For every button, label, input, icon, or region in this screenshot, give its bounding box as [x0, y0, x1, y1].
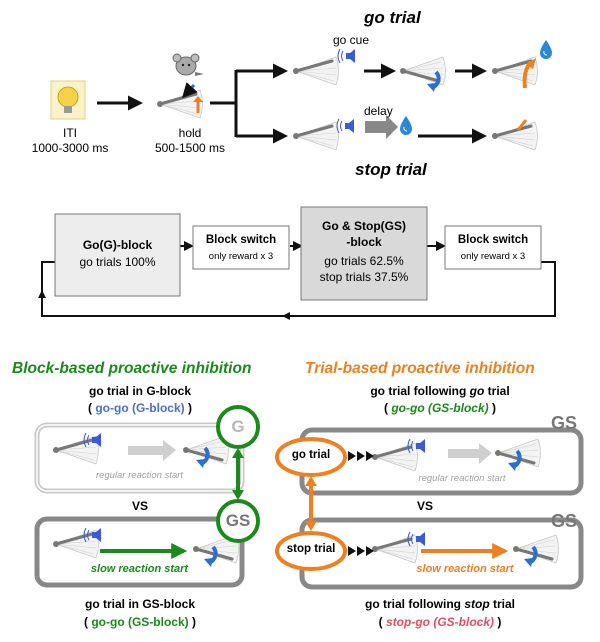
- stop-lever-1: [293, 122, 338, 150]
- go-lever-1: [293, 57, 338, 85]
- gs-block-line1: go trials 62.5%: [324, 254, 404, 268]
- delay-arrow: [365, 115, 398, 139]
- stop-go-gs-block-tag: stop-go (GS-block): [386, 615, 494, 629]
- go-go-gs-block-tag: go-go (GS-block): [91, 615, 189, 629]
- iti-label: ITI: [63, 126, 77, 140]
- right-bottom-caption: go trial following stop trial: [364, 597, 515, 611]
- go-trial-ellipse: [275, 437, 347, 477]
- left-title: Block-based proactive inhibition: [12, 360, 252, 377]
- go-go-g-block-tag: go-go (G-block): [95, 401, 185, 415]
- reward-drop-icon: [539, 39, 553, 60]
- regular-arrow: [128, 440, 176, 461]
- right-gs-label-top: GS: [551, 413, 578, 433]
- left-vs: VS: [131, 499, 148, 513]
- g-block-sub: go trials 100%: [79, 255, 156, 269]
- hold-label: hold: [178, 126, 202, 140]
- go-trial-title: go trial: [364, 8, 421, 27]
- switch1-title: Block switch: [205, 234, 277, 246]
- gs-badge-circle: [216, 499, 260, 543]
- hold-lever-icon: [157, 90, 202, 118]
- right-vs: VS: [416, 499, 433, 513]
- left-bottom-tag-line: ( go-go (GS-block) ): [83, 615, 196, 629]
- delay-label: delay: [364, 104, 393, 118]
- g-badge-circle: [216, 405, 260, 449]
- left-top-caption: go trial in G-block: [88, 384, 191, 398]
- go-lever-3: [492, 57, 537, 85]
- stop-trial-label: stop trial: [286, 543, 336, 555]
- stop-trial-ellipse: [275, 531, 347, 571]
- stop-hold-icon: [516, 119, 528, 131]
- mouse-icon: [172, 53, 204, 76]
- left-top-tag-line: ( go-go (G-block) ): [87, 401, 192, 415]
- triple-arrow-icon: [348, 546, 374, 556]
- go-go-gs-block-tag: go-go (GS-block): [391, 401, 489, 415]
- switch2-sub: only reward x 3: [460, 251, 526, 262]
- stop-trial-title: stop trial: [355, 160, 427, 179]
- g-badge: G: [231, 417, 245, 436]
- bulb-icon: [50, 80, 86, 120]
- orange-double-arrow: [305, 476, 317, 531]
- g-block-box: [54, 213, 181, 297]
- block-switch-box-2: [444, 225, 542, 270]
- right-slow-text: slow reaction start: [416, 563, 514, 575]
- right-title: Trial-based proactive inhibition: [305, 360, 535, 377]
- speaker-icon: [337, 48, 356, 64]
- triple-arrow-icon: [348, 451, 374, 461]
- block-flow-loop: [38, 241, 556, 320]
- hold-range: 500-1500 ms: [154, 141, 226, 155]
- go-trial-label: go trial: [291, 449, 331, 461]
- gs-block-line2: stop trials 37.5%: [319, 270, 409, 284]
- gs-badge: GS: [225, 511, 251, 530]
- right-regular-text: regular reaction start: [418, 473, 506, 484]
- hold-push-down-icon: [181, 82, 198, 99]
- stop-lever-2: [492, 122, 537, 150]
- right-bottom-tag-line: ( stop-go (GS-block) ): [378, 615, 502, 629]
- gs-block-title-2: -block: [346, 235, 382, 249]
- go-cue-label: go cue: [333, 33, 370, 47]
- switch1-sub: only reward x 3: [208, 251, 274, 262]
- green-double-arrow: [232, 448, 244, 500]
- right-top-tag-line: ( go-go (GS-block) ): [383, 401, 496, 415]
- right-gs-label-bottom: GS: [551, 511, 578, 531]
- g-block-title: Go(G)-block: [82, 238, 153, 252]
- reward-drop-icon: [399, 115, 413, 136]
- switch2-title: Block switch: [457, 234, 529, 246]
- block-switch-box-1: [192, 225, 290, 270]
- regular-arrow: [448, 443, 492, 464]
- branch-arrows: [210, 63, 288, 144]
- left-bottom-caption: go trial in GS-block: [84, 597, 195, 611]
- speaker-icon: [336, 118, 355, 134]
- left-regular-text: regular reaction start: [95, 470, 184, 481]
- left-slow-text: slow reaction start: [90, 563, 189, 575]
- iti-range: 1000-3000 ms: [31, 141, 109, 155]
- gs-block-title-1: Go & Stop(GS): [322, 219, 406, 233]
- gs-block-box: [300, 206, 428, 301]
- right-top-caption: go trial following go trial: [370, 384, 510, 398]
